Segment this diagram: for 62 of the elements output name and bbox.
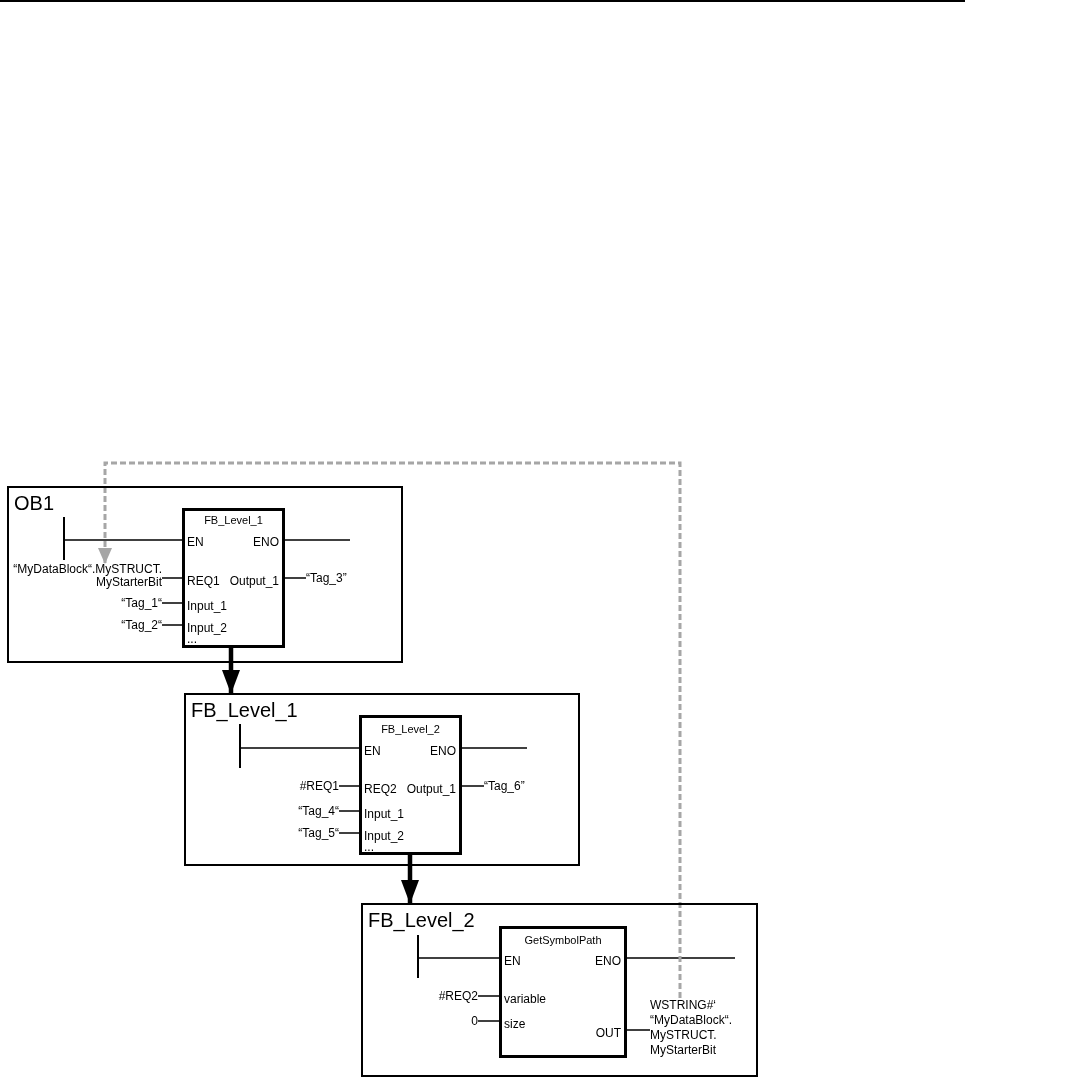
dashed-arrow bbox=[98, 461, 682, 998]
pin-label: Input_2 bbox=[187, 621, 228, 635]
block-title: FB_Level_2 bbox=[381, 722, 440, 736]
wire bbox=[161, 624, 183, 626]
arrow bbox=[222, 648, 240, 694]
panel-title: OB1 bbox=[14, 491, 55, 515]
wire bbox=[161, 602, 183, 604]
wire bbox=[338, 832, 360, 834]
wire bbox=[161, 577, 183, 579]
pin-label: Output_1 bbox=[406, 782, 456, 796]
pin-label: Output_1 bbox=[229, 574, 279, 588]
function-block bbox=[499, 926, 627, 1058]
network-panel bbox=[184, 693, 580, 866]
panel-title: FB_Level_2 bbox=[368, 908, 475, 932]
wire bbox=[64, 539, 183, 541]
parameter-label: “MyDataBlock“.MySTRUCT. MyStarterBit bbox=[9, 563, 162, 589]
parameter-label: “Tag_5“ bbox=[298, 826, 339, 840]
parameter-label: #REQ2 bbox=[438, 989, 478, 1003]
network-panel bbox=[7, 486, 403, 663]
wire bbox=[284, 539, 351, 541]
wire bbox=[284, 577, 307, 579]
parameter-label: “Tag_1“ bbox=[121, 596, 162, 610]
parameter-label: WSTRING#‘ “MyDataBlock“. MySTRUCT. MyStarterBit bbox=[650, 998, 738, 1058]
pin-label: ENO bbox=[595, 954, 621, 968]
block-title: GetSymbolPath bbox=[524, 933, 602, 947]
pin-label: ... bbox=[364, 840, 374, 854]
pin-label: EN bbox=[187, 535, 204, 549]
parameter-label: “Tag_2“ bbox=[121, 618, 162, 632]
parameter-label: “Tag_3” bbox=[306, 571, 347, 585]
wire bbox=[477, 995, 500, 997]
block-title: FB_Level_1 bbox=[204, 513, 263, 527]
wire bbox=[477, 1020, 500, 1022]
wire bbox=[626, 1029, 651, 1031]
wire bbox=[240, 747, 360, 749]
pin-label: Input_1 bbox=[364, 807, 405, 821]
pin-label: ... bbox=[187, 632, 197, 646]
function-block bbox=[182, 508, 285, 648]
parameter-label: 0 bbox=[471, 1014, 478, 1028]
pin-label: REQ1 bbox=[187, 574, 220, 588]
pin-label: ENO bbox=[253, 535, 279, 549]
wire bbox=[338, 785, 360, 787]
pin-label: variable bbox=[504, 992, 547, 1006]
parameter-label: “Tag_6” bbox=[484, 779, 525, 793]
pin-label: EN bbox=[364, 744, 381, 758]
pin-label: Input_2 bbox=[364, 829, 405, 843]
wire bbox=[338, 810, 360, 812]
function-block bbox=[359, 715, 462, 855]
pin-label: Input_1 bbox=[187, 599, 228, 613]
arrow bbox=[401, 855, 419, 904]
parameter-label: “Tag_4“ bbox=[298, 804, 339, 818]
pin-label: REQ2 bbox=[364, 782, 397, 796]
pin-label: ENO bbox=[430, 744, 456, 758]
wire bbox=[418, 957, 500, 959]
parameter-label: #REQ1 bbox=[299, 779, 339, 793]
pin-label: EN bbox=[504, 954, 521, 968]
panel-title: FB_Level_1 bbox=[191, 698, 298, 722]
wire bbox=[461, 747, 528, 749]
wire bbox=[626, 957, 736, 959]
pin-label: OUT bbox=[595, 1026, 621, 1040]
wire bbox=[461, 785, 485, 787]
pin-label: size bbox=[504, 1017, 526, 1031]
network-panel bbox=[361, 903, 758, 1077]
